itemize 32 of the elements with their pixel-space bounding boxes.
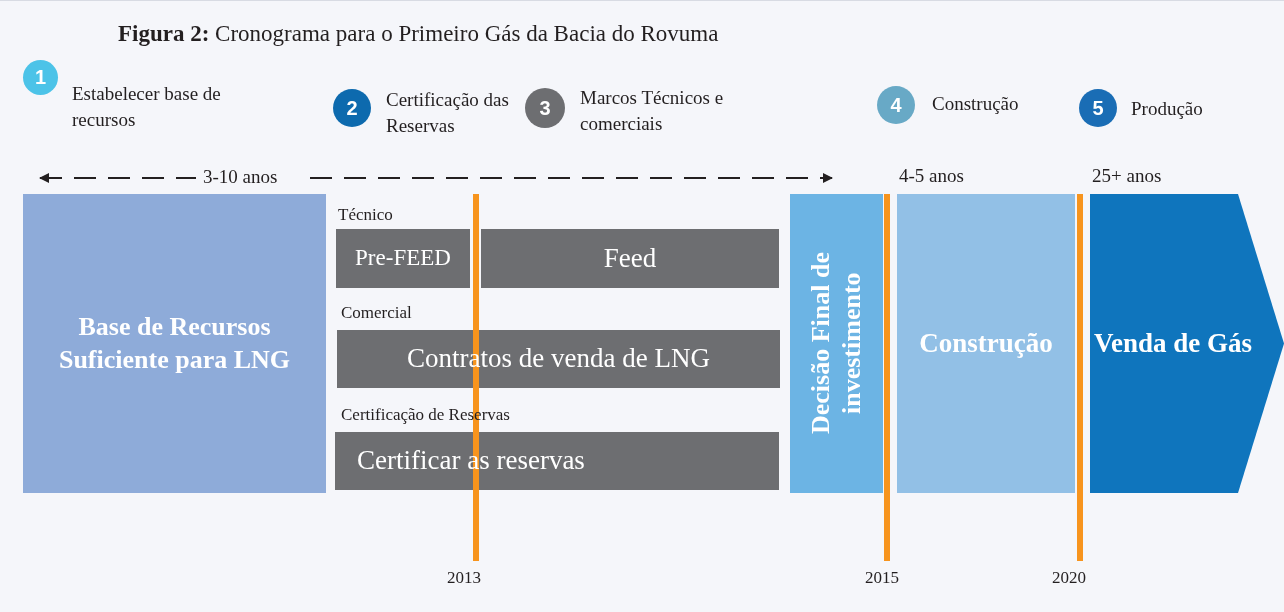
- step-number-circle: 4: [877, 86, 915, 124]
- step-description: Marcos Técnicos e comerciais: [580, 86, 725, 136]
- track-label: Técnico: [337, 205, 394, 225]
- phase-title: Base de Recursos Suficiente para LNG: [57, 311, 292, 376]
- step-description: Construção: [932, 92, 1020, 116]
- step-description: Certificação das Reservas: [386, 88, 510, 138]
- phase-title: Construção: [919, 326, 1053, 360]
- step-number-circle: 2: [333, 89, 371, 127]
- activity-bar: [337, 330, 780, 388]
- activity-label: Feed: [603, 241, 657, 275]
- track-label: Comercial: [340, 303, 413, 323]
- phase-box: [23, 194, 326, 493]
- duration-label: 4-5 anos: [898, 165, 965, 187]
- activity-bar: [336, 229, 470, 288]
- step-number-circle: 5: [1079, 89, 1117, 127]
- step-description: Produção: [1131, 97, 1204, 121]
- activity-label: Pre-FEED: [355, 244, 451, 273]
- year-label: 2015: [864, 568, 900, 588]
- phase-box: [897, 194, 1075, 493]
- step-description: Estabelecer base de recursos: [72, 82, 222, 132]
- step-number-circle: 3: [525, 88, 565, 128]
- activity-bar: [335, 432, 779, 490]
- step-number-circle: 1: [23, 60, 58, 95]
- activity-bar: [481, 229, 779, 288]
- phase-title: Venda de Gás: [1094, 326, 1253, 360]
- year-label: 2013: [446, 568, 482, 588]
- phase-box: [790, 194, 883, 493]
- duration-label: 25+ anos: [1091, 165, 1163, 187]
- figure-title: Figura 2: Cronograma para o Primeiro Gás da Bacia do Rovuma: [118, 21, 719, 47]
- year-label: 2020: [1051, 568, 1087, 588]
- phase-title: Decisão Final de investimento: [805, 251, 868, 437]
- phase-chevron: [1090, 194, 1284, 493]
